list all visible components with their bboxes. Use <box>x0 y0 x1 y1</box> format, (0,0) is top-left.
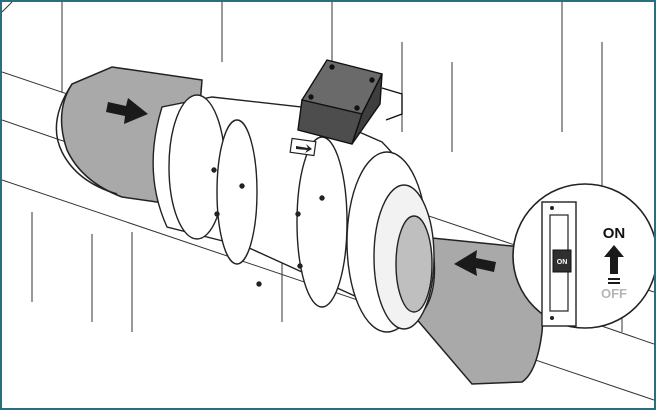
airflow-in-arrow-icon <box>106 98 148 124</box>
fan-body <box>152 94 436 333</box>
airflow-out-arrow-icon <box>454 250 496 276</box>
toggle-on-label: ON <box>557 259 568 266</box>
on-label: ON <box>603 225 626 242</box>
switch-up-arrow-icon <box>604 245 624 284</box>
circuit-breaker-callout <box>512 183 654 329</box>
off-label: OFF <box>601 286 627 301</box>
terminal-box <box>297 59 403 145</box>
body-direction-arrow-icon <box>289 137 317 157</box>
